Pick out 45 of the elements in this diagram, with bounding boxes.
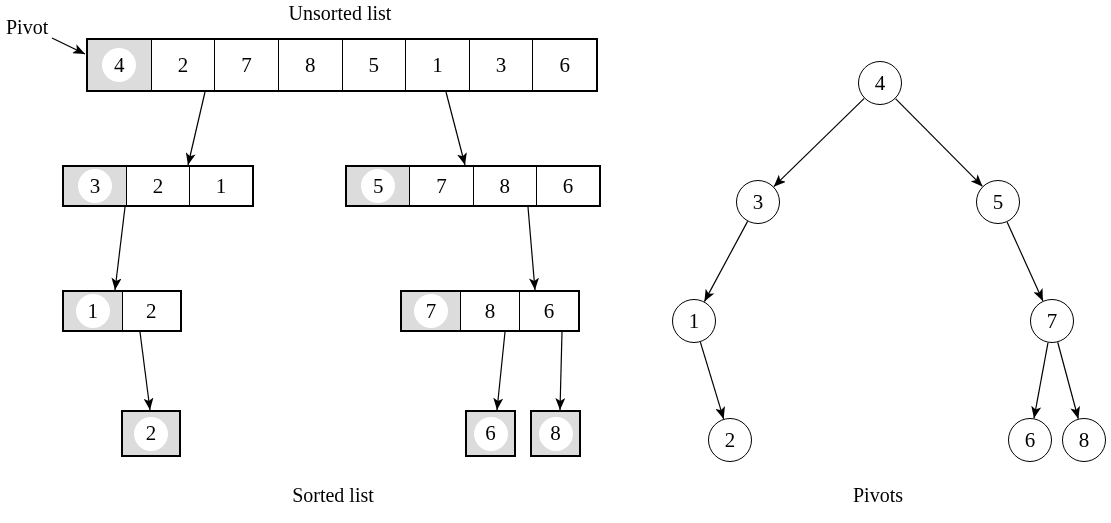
array-row <box>345 165 601 207</box>
pivot-cell <box>88 40 151 90</box>
pivot-cell <box>347 167 410 205</box>
array-row <box>86 38 598 92</box>
caption-text: Unsorted list <box>287 2 393 25</box>
tree-node: 5 <box>976 180 1020 224</box>
pivot-label: Pivot <box>6 16 49 39</box>
pivot-circle: 6 <box>473 416 508 451</box>
arrow <box>1057 341 1080 420</box>
tree-node: 1 <box>672 299 716 343</box>
array-row <box>62 290 182 332</box>
pivot-circle: 5 <box>361 169 396 203</box>
arrow <box>527 206 539 291</box>
arrow <box>894 98 984 187</box>
array-row <box>62 165 254 207</box>
leader-line <box>51 37 86 55</box>
arrow <box>111 206 126 291</box>
pivot-circle: 1 <box>75 294 110 328</box>
tree-node: 4 <box>858 61 902 105</box>
arrow <box>1031 342 1049 419</box>
arrow <box>773 97 865 188</box>
arrow <box>445 91 467 166</box>
pivot-circle: 4 <box>102 48 137 82</box>
pivot-circle: 3 <box>78 169 112 203</box>
caption-text: Sorted list <box>291 484 375 507</box>
pivot-cell <box>402 292 460 330</box>
arrow <box>139 331 154 411</box>
tree-node: 6 <box>1008 418 1052 462</box>
pivot-cell <box>64 167 126 205</box>
pivot-circle: 7 <box>414 294 448 328</box>
pivot-circle: 8 <box>538 416 573 451</box>
arrow <box>493 331 506 411</box>
pivot-cell <box>64 292 122 330</box>
array-row <box>400 290 580 332</box>
tree-node: 2 <box>708 418 752 462</box>
arrow <box>703 220 749 303</box>
arrow <box>699 341 725 420</box>
tree-node: 7 <box>1030 299 1074 343</box>
pivot-circle: 2 <box>134 416 168 451</box>
arrow <box>555 331 566 411</box>
tree-node: 3 <box>736 180 780 224</box>
caption-text: Pivots <box>852 484 904 507</box>
arrow <box>185 91 206 166</box>
arrow <box>1006 221 1044 302</box>
tree-node: 8 <box>1062 418 1106 462</box>
